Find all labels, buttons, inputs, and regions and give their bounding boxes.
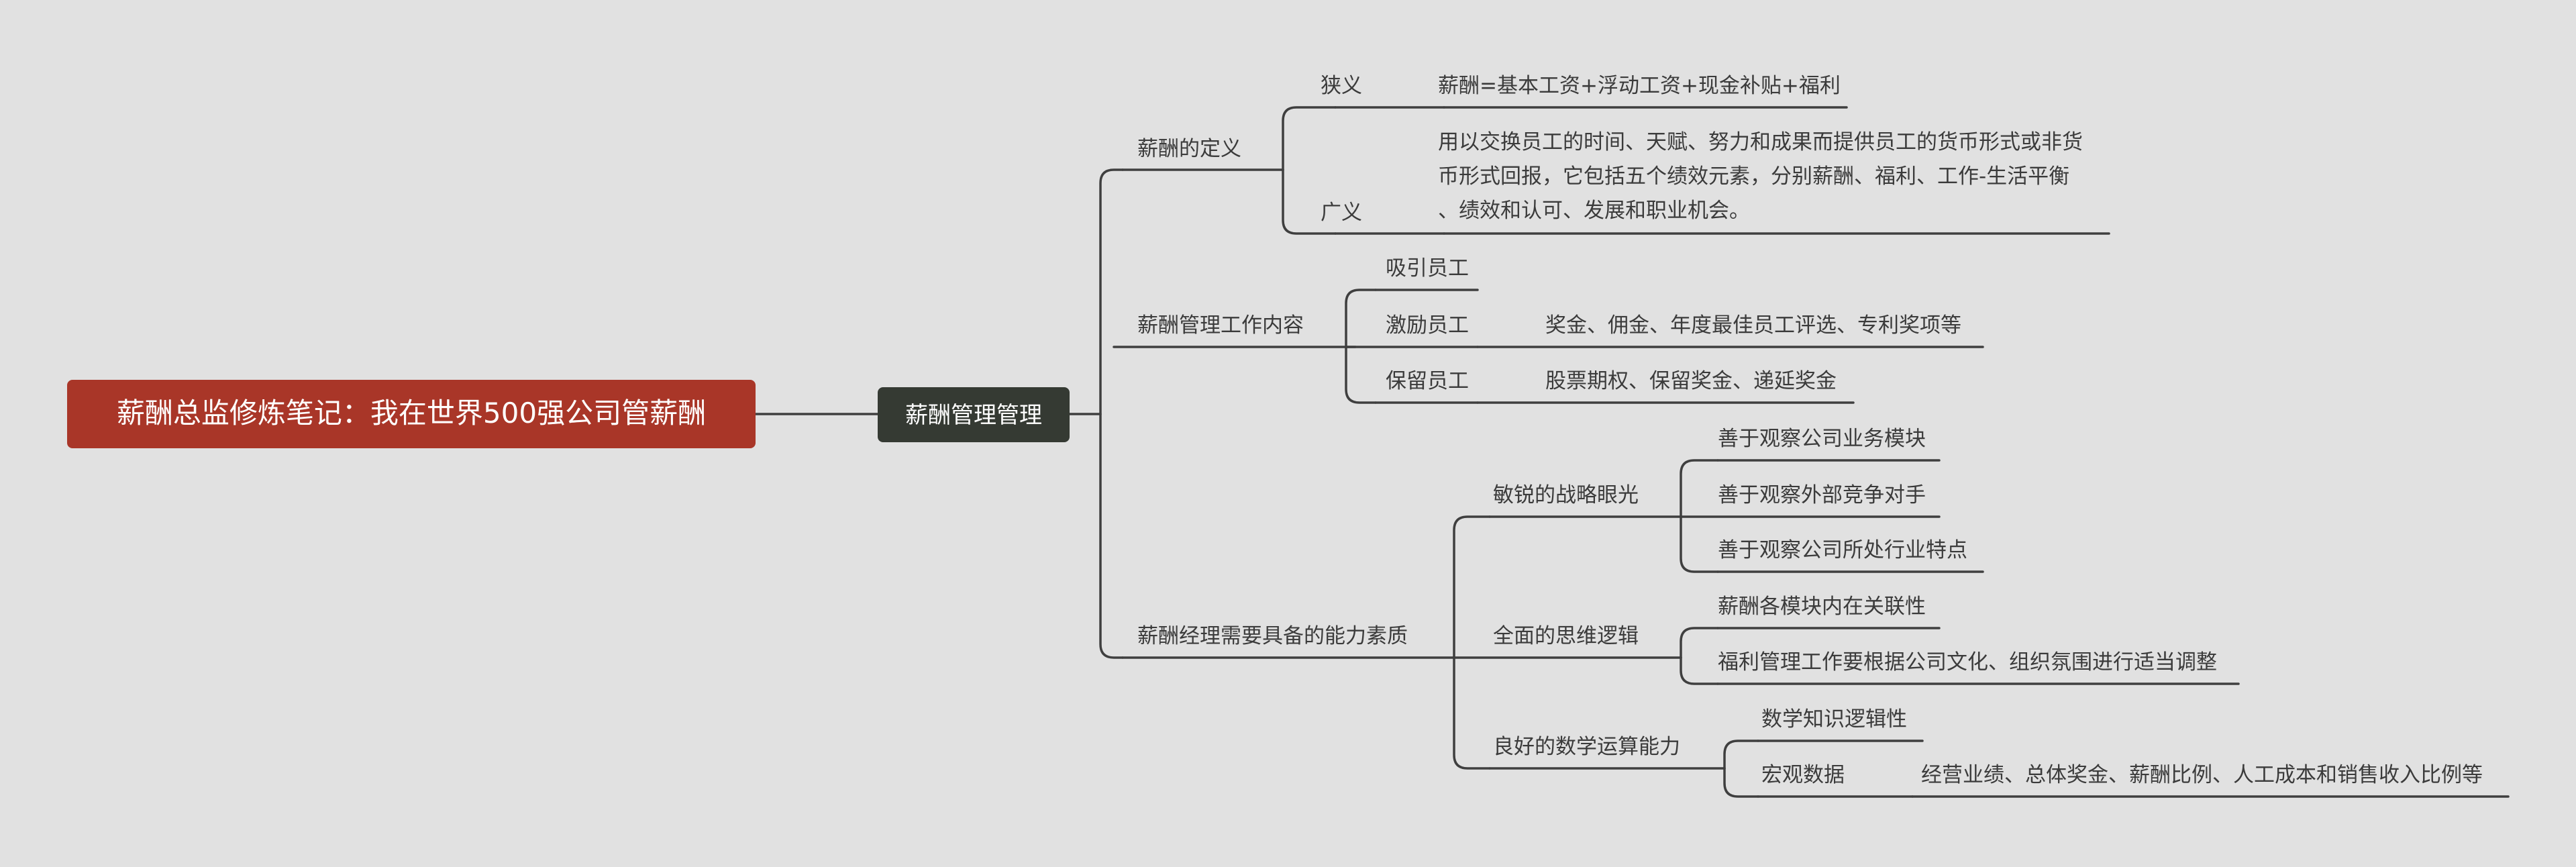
node-broad-detail-line-3: 、绩效和认可、发展和职业机会。	[1438, 199, 1750, 223]
connector-math-items-b	[1723, 767, 1759, 798]
node-strategy-item-3[interactable]: 善于观察公司所处行业特点	[1718, 538, 1967, 562]
node-logic-item-2-text: 福利管理工作要根据公司文化、组织氛围进行适当调整	[1718, 650, 2217, 674]
connector-abilities-math	[1453, 656, 1491, 770]
connector-definition-sub	[1282, 106, 1337, 171]
node-math-macro[interactable]: 宏观数据	[1761, 763, 1845, 787]
connector-logic-items-b	[1680, 656, 1719, 685]
node-logic-label: 全面的思维逻辑	[1493, 624, 1639, 648]
connector-strategy-items-b	[1680, 515, 1719, 573]
node-retain-detail[interactable]: 股票期权、保留奖金、递延奖金	[1545, 369, 1837, 393]
node-retain-detail-text: 股票期权、保留奖金、递延奖金	[1545, 369, 1837, 393]
node-motivate-detail-text: 奖金、佣金、年度最佳员工评选、专利奖项等	[1545, 313, 1961, 338]
node-strategy-item-1-text: 善于观察公司业务模块	[1718, 427, 1926, 451]
node-logic-item-1-text: 薪酬各模块内在关联性	[1718, 595, 1926, 619]
node-math[interactable]: 良好的数学运算能力	[1493, 735, 1680, 759]
node-narrow[interactable]: 狭义	[1321, 74, 1362, 98]
branch-work-content-label: 薪酬管理工作内容	[1137, 313, 1304, 338]
node-strategy-label: 敏锐的战略眼光	[1493, 483, 1639, 507]
node-narrow-detail-text: 薪酬=基本工资+浮动工资+现金补贴+福利	[1438, 74, 1841, 98]
node-motivate-detail[interactable]: 奖金、佣金、年度最佳员工评选、专利奖项等	[1545, 313, 1961, 338]
node-motivate[interactable]: 激励员工	[1386, 313, 1469, 338]
node-motivate-label: 激励员工	[1386, 313, 1469, 338]
node-strategy[interactable]: 敏锐的战略眼光	[1493, 483, 1639, 507]
connector-work-retain	[1345, 346, 1377, 404]
connector-logic-items	[1680, 627, 1719, 659]
node-math-knowledge[interactable]: 数学知识逻辑性	[1761, 707, 1907, 731]
connector-trunk	[1099, 168, 1124, 659]
root-node-label: 薪酬总监修炼笔记：我在世界500强公司管薪酬	[117, 397, 706, 429]
node-narrow-detail[interactable]: 薪酬=基本工资+浮动工资+现金补贴+福利	[1438, 74, 1841, 98]
node-broad-detail[interactable]: 用以交换员工的时间、天赋、努力和成果而提供员工的货币形式或非货 币形式回报，它包…	[1438, 130, 2083, 223]
node-narrow-label: 狭义	[1321, 74, 1362, 98]
root-node-box	[67, 380, 756, 448]
main-node-label: 薪酬管理管理	[905, 402, 1042, 429]
node-strategy-item-3-text: 善于观察公司所处行业特点	[1718, 538, 1967, 562]
main-node-box	[878, 387, 1070, 442]
branch-abilities-label: 薪酬经理需要具备的能力素质	[1137, 624, 1408, 648]
node-broad-detail-line-2: 币形式回报，它包括五个绩效元素，分别薪酬、福利、工作-生活平衡	[1438, 164, 2069, 189]
connector-lines	[754, 106, 2510, 798]
node-retain-label: 保留员工	[1386, 369, 1469, 393]
node-broad-label: 广义	[1321, 201, 1362, 225]
connector-strategy-items	[1680, 459, 1719, 518]
node-math-macro-detail[interactable]: 经营业绩、总体奖金、薪酬比例、人工成本和销售收入比例等	[1921, 763, 2483, 787]
node-math-knowledge-label: 数学知识逻辑性	[1761, 707, 1907, 731]
branch-abilities[interactable]: 薪酬经理需要具备的能力素质	[1137, 624, 1408, 648]
connector-definition-broad	[1282, 168, 1337, 235]
node-retain[interactable]: 保留员工	[1386, 369, 1469, 393]
branch-work-content[interactable]: 薪酬管理工作内容	[1137, 313, 1304, 338]
node-attract[interactable]: 吸引员工	[1386, 256, 1469, 280]
node-logic-item-1[interactable]: 薪酬各模块内在关联性	[1718, 595, 1926, 619]
root-node[interactable]: 薪酬总监修炼笔记：我在世界500强公司管薪酬	[67, 380, 756, 448]
node-math-macro-label: 宏观数据	[1761, 763, 1845, 787]
node-math-label: 良好的数学运算能力	[1493, 735, 1680, 759]
connector-abilities-strategy	[1453, 515, 1491, 659]
node-strategy-item-2-text: 善于观察外部竞争对手	[1718, 483, 1926, 507]
connector-math-items	[1723, 740, 1759, 770]
branch-definition[interactable]: 薪酬的定义	[1137, 137, 1241, 161]
node-logic-item-2[interactable]: 福利管理工作要根据公司文化、组织氛围进行适当调整	[1718, 650, 2217, 674]
node-broad[interactable]: 广义	[1321, 201, 1362, 225]
node-broad-detail-line-1: 用以交换员工的时间、天赋、努力和成果而提供员工的货币形式或非货	[1438, 130, 2083, 154]
node-logic[interactable]: 全面的思维逻辑	[1493, 624, 1639, 648]
node-strategy-item-2[interactable]: 善于观察外部竞争对手	[1718, 483, 1926, 507]
node-attract-label: 吸引员工	[1386, 256, 1469, 280]
node-strategy-item-1[interactable]: 善于观察公司业务模块	[1718, 427, 1926, 451]
connector-work-attract	[1345, 289, 1377, 348]
branch-definition-label: 薪酬的定义	[1137, 137, 1241, 161]
main-node[interactable]: 薪酬管理管理	[878, 387, 1070, 442]
node-math-macro-detail-text: 经营业绩、总体奖金、薪酬比例、人工成本和销售收入比例等	[1921, 763, 2483, 787]
